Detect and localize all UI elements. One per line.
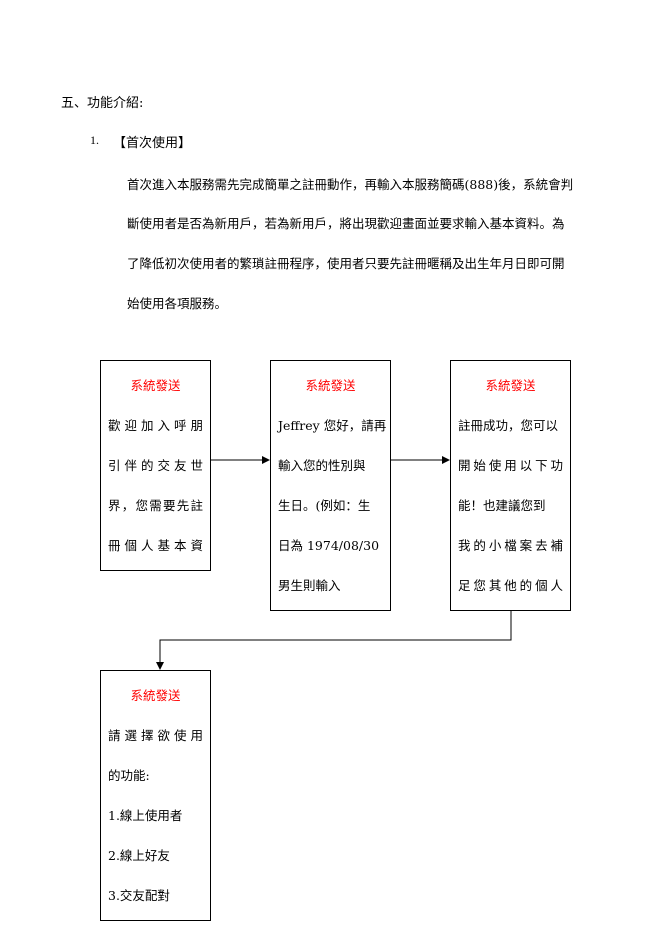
box-header: 系統發送 xyxy=(305,378,356,393)
box-text-line: 男生則輸入 xyxy=(278,578,341,593)
item-heading: 【首次使用】 xyxy=(113,136,192,151)
box-text-line: 生日。(例如：生 xyxy=(278,498,371,513)
paragraph-line: 了降低初次使用者的繁瑣註冊程序，使用者只要先註冊暱稱及出生年月日即可開 xyxy=(127,256,565,271)
flow-box-1: 系統發送 歡迎加入呼朋 引伴的交友世 界，您需要先註 冊個人基本資 xyxy=(100,360,211,571)
box-header: 系統發送 xyxy=(485,378,536,393)
box-text-line: 日為 1974/08/30 xyxy=(278,538,380,553)
box-text-line: 界，您需要先註 xyxy=(108,498,203,513)
box-text-line: 能！也建議您到 xyxy=(458,498,546,513)
flow-box-4: 系統發送 請選擇欲使用 的功能: 1.線上使用者 2.線上好友 3.交友配對 xyxy=(100,670,211,921)
box-text-line: 我的小檔案去補 xyxy=(458,538,563,553)
list-number: 1. xyxy=(90,133,99,147)
paragraph-line: 始使用各項服務。 xyxy=(127,296,228,311)
arrow-box3-to-box4 xyxy=(156,611,512,670)
box-header: 系統發送 xyxy=(130,688,181,703)
flow-box-2: 系統發送 Jeffrey 您好，請再 輸入您的性別與 生日。(例如：生 日為 1… xyxy=(270,360,391,611)
box-text-line: 引伴的交友世 xyxy=(108,458,203,473)
box-text-line: 3.交友配對 xyxy=(108,888,170,903)
flow-box-3: 系統發送 註冊成功，您可以 開始使用以下功 能！也建議您到 我的小檔案去補 足您… xyxy=(450,360,571,611)
box-text-line: Jeffrey 您好，請再 xyxy=(278,418,387,433)
box-text-line: 2.線上好友 xyxy=(108,848,170,863)
paragraph-line: 首次進入本服務需先完成簡單之註冊動作，再輸入本服務簡碼(888)後，系統會判 xyxy=(127,177,574,192)
box-text-line: 歡迎加入呼朋 xyxy=(108,418,203,433)
box-text-line: 足您其他的個人 xyxy=(458,578,563,593)
box-text-line: 請選擇欲使用 xyxy=(108,728,203,743)
box-text-line: 輸入您的性別與 xyxy=(278,458,366,473)
box-text-line: 註冊成功，您可以 xyxy=(458,418,559,433)
box-text-line: 的功能: xyxy=(108,768,150,783)
box-text-line: 開始使用以下功 xyxy=(458,458,563,473)
box-text-line: 1.線上使用者 xyxy=(108,808,183,823)
paragraph-line: 斷使用者是否為新用戶，若為新用戶，將出現歡迎畫面並要求輸入基本資料。為 xyxy=(127,216,565,231)
box-header: 系統發送 xyxy=(130,378,181,393)
box-text-line: 冊個人基本資 xyxy=(108,538,203,553)
section-title: 五、功能介紹: xyxy=(61,96,144,111)
